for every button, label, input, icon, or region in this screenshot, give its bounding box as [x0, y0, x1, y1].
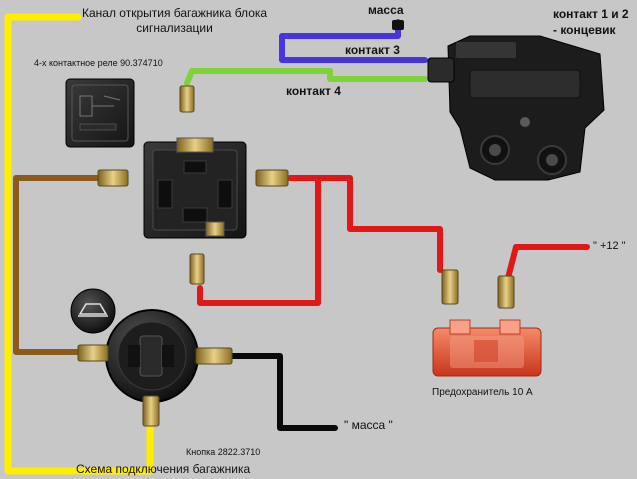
trunk-button-cap-icon [70, 288, 116, 334]
wire-blue [279, 19, 428, 63]
wire-red-relay [287, 175, 443, 273]
terminal-icon [255, 169, 289, 187]
wire-green [184, 68, 428, 86]
contact-12-label: контакт 1 и 2 - концевик [553, 6, 629, 38]
fuse-label: Предохранитель 10 А [432, 387, 533, 398]
contact-4-label: контакт 4 [286, 84, 341, 98]
terminal-icon [77, 344, 109, 362]
trunk-lock-icon [427, 35, 605, 181]
terminal-icon [179, 85, 195, 113]
wires [4, 13, 590, 475]
ground-marker-icon [392, 20, 404, 30]
ground-bottom-label: " масса " [344, 418, 393, 432]
alarm-channel-label: Канал открытия багажника блока сигнализа… [82, 6, 267, 36]
contact-3-label: контакт 3 [345, 43, 400, 57]
contact-12-line1: контакт 1 и 2 [553, 7, 629, 21]
terminal-icon [97, 169, 129, 187]
wire-red-plus12 [505, 244, 590, 281]
terminal-icon [189, 253, 205, 285]
wire-red-relay-lower [197, 175, 321, 306]
ground-top-label: масса [368, 3, 404, 17]
wire-brown [13, 175, 103, 355]
terminal-icon [497, 275, 515, 309]
wire-yellow [4, 13, 154, 475]
contact-12-line2: - концевик [553, 23, 616, 37]
terminal-icon [142, 395, 160, 427]
alarm-channel-line1: Канал открытия багажника блока [82, 6, 268, 20]
relay-socket-icon [143, 137, 247, 239]
relay-icon [65, 78, 135, 148]
scheme-title: Схема подключения багажника [76, 462, 251, 476]
button-label: Кнопка 2822.3710 [186, 447, 261, 457]
fuse-icon [432, 319, 542, 377]
terminals [77, 85, 515, 427]
trunk-button-icon [105, 309, 199, 403]
wire-black [229, 353, 338, 431]
plus12-label: " +12 " [593, 240, 626, 252]
terminal-icon [441, 269, 459, 305]
relay-title-label: 4-х контактное реле 90.374710 [34, 58, 163, 68]
alarm-channel-line2: сигнализации [136, 21, 213, 35]
terminal-icon [195, 347, 233, 365]
